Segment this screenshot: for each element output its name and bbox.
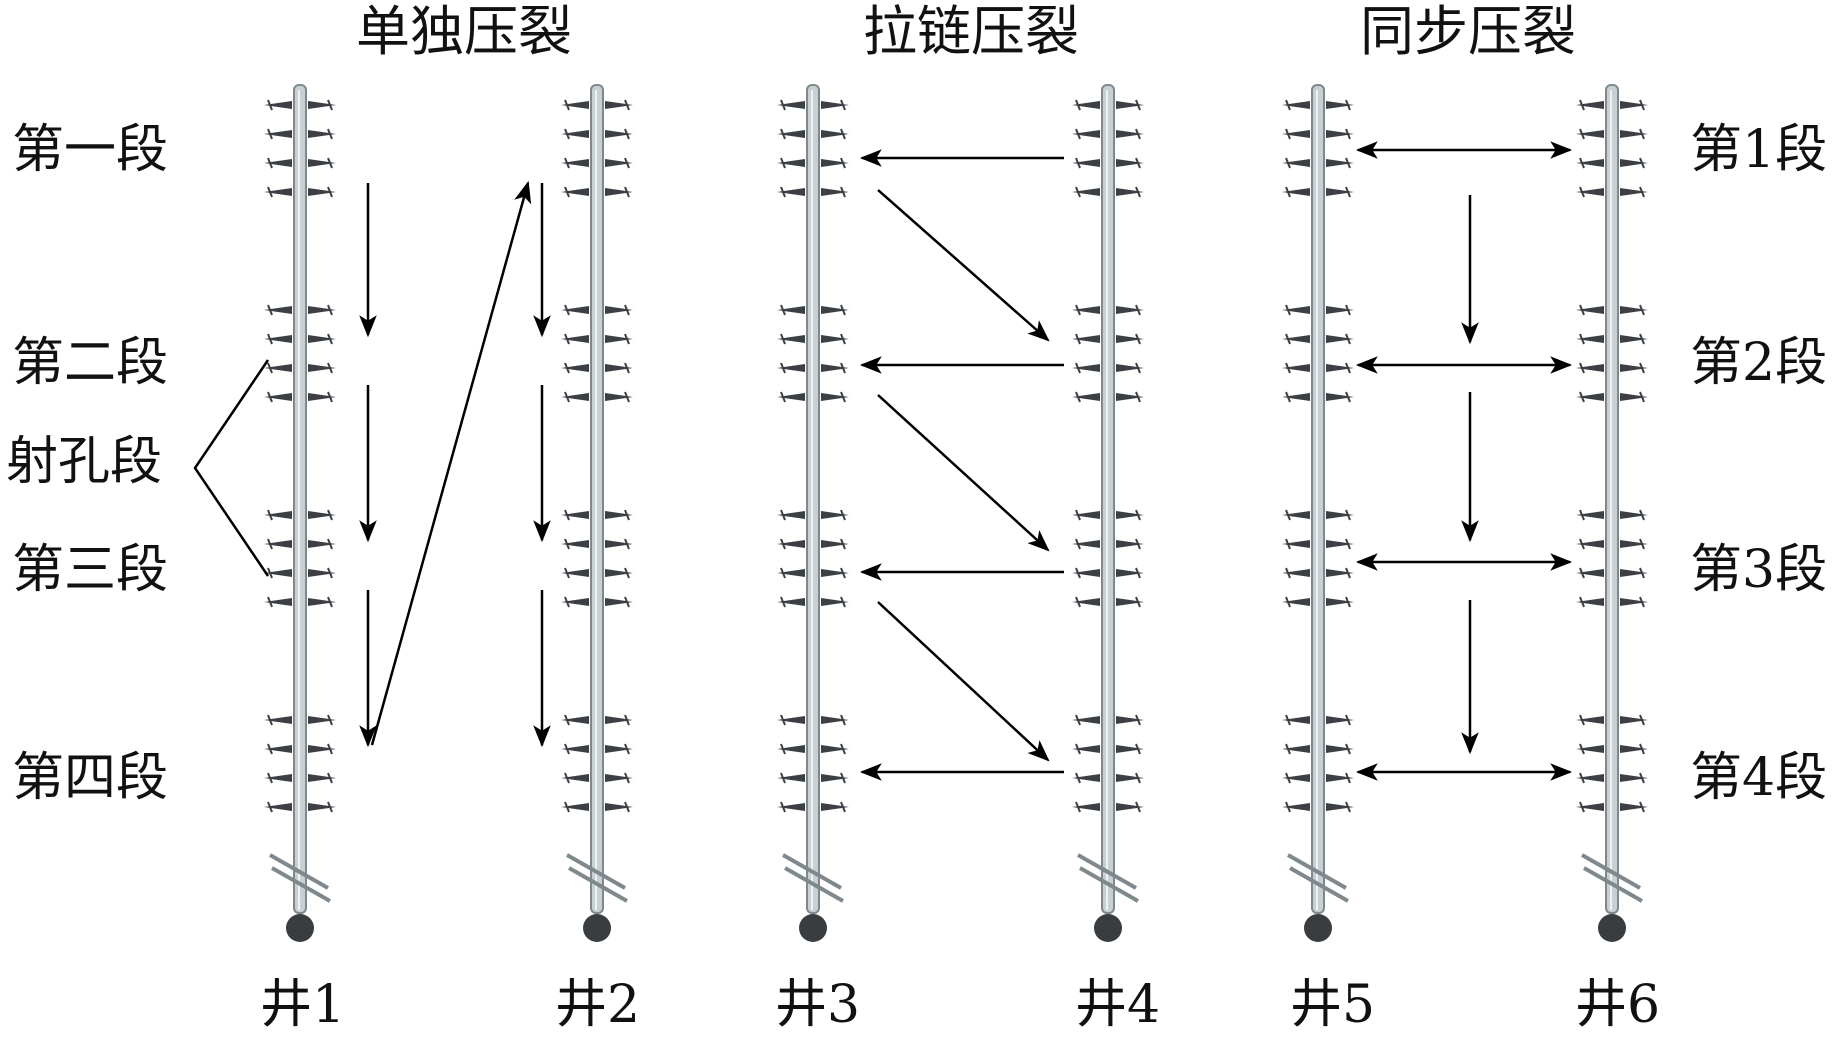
well-2	[561, 84, 633, 942]
well-bottom	[583, 914, 611, 942]
arrow-w1-to-w2	[370, 180, 532, 746]
perforation-cluster-4	[1282, 714, 1354, 813]
perforation-cluster-2	[777, 304, 849, 403]
well-label-5: 井5	[1290, 975, 1376, 1035]
perforation-cluster-4	[1072, 714, 1144, 813]
perforation-cluster-1	[264, 99, 336, 198]
title-separate-fracturing: 单独压裂	[356, 0, 572, 63]
stage-label-4: 第四段	[12, 748, 169, 808]
pipe-break-mark	[1581, 853, 1643, 903]
well-label-2: 井2	[555, 975, 641, 1035]
well-bottom	[286, 914, 314, 942]
perforation-cluster-3	[1576, 509, 1648, 608]
well-label-6: 井6	[1575, 975, 1661, 1035]
perforation-cluster-1	[777, 99, 849, 198]
perforation-cluster-2	[1282, 304, 1354, 403]
well-label-4: 井4	[1075, 975, 1161, 1035]
stage-label-2: 第二段	[12, 333, 169, 393]
perforation-cluster-2	[1072, 304, 1144, 403]
title-simultaneous-fracturing: 同步压裂	[1360, 0, 1576, 63]
well-label-3: 井3	[775, 975, 861, 1035]
perforation-cluster-1	[1072, 99, 1144, 198]
perforation-cluster-4	[264, 714, 336, 813]
well-4	[1072, 84, 1144, 942]
perforation-cluster-3	[264, 509, 336, 608]
pipe-break-mark	[566, 853, 628, 903]
well-bottom	[1094, 914, 1122, 942]
well-label-1: 井1	[260, 975, 346, 1035]
stage-label-3: 第三段	[12, 540, 169, 600]
perforation-cluster-1	[1282, 99, 1354, 198]
well-bottom	[799, 914, 827, 942]
pipe-break-mark	[269, 853, 331, 903]
perforation-cluster-3	[561, 509, 633, 608]
perforation-cluster-3	[1072, 509, 1144, 608]
perforation-cluster-2	[264, 304, 336, 403]
perforation-cluster-3	[777, 509, 849, 608]
stage-label-right-4: 第4段	[1690, 748, 1828, 808]
stage-label-right-2: 第2段	[1690, 333, 1828, 393]
perforation-cluster-3	[1282, 509, 1354, 608]
perforation-cluster-2	[561, 304, 633, 403]
perforation-cluster-4	[561, 714, 633, 813]
arrow-zipper-w3-to-w4-stage3	[877, 394, 1050, 552]
well-5	[1282, 84, 1354, 942]
perforation-bracket	[193, 359, 270, 577]
stage-label-right-1: 第1段	[1690, 120, 1828, 180]
perforation-cluster-2	[1576, 304, 1648, 403]
perforation-cluster-1	[561, 99, 633, 198]
well-bottom	[1304, 914, 1332, 942]
perforation-label: 射孔段	[6, 432, 163, 492]
pipe-break-mark	[1077, 853, 1139, 903]
perforation-cluster-4	[1576, 714, 1648, 813]
perforation-cluster-4	[777, 714, 849, 813]
stage-label-1: 第一段	[12, 120, 169, 180]
arrow-zipper-w3-to-w4-stage4	[877, 601, 1050, 762]
well-1	[264, 84, 336, 942]
title-zipper-fracturing: 拉链压裂	[863, 0, 1079, 63]
pipe-break-mark	[1287, 853, 1349, 903]
well-3	[777, 84, 849, 942]
well-bottom	[1598, 914, 1626, 942]
arrow-zipper-w3-to-w4-stage2	[877, 189, 1050, 342]
pipe-break-mark	[782, 853, 844, 903]
stage-label-right-3: 第3段	[1690, 540, 1828, 600]
perforation-cluster-1	[1576, 99, 1648, 198]
well-6	[1576, 84, 1648, 942]
